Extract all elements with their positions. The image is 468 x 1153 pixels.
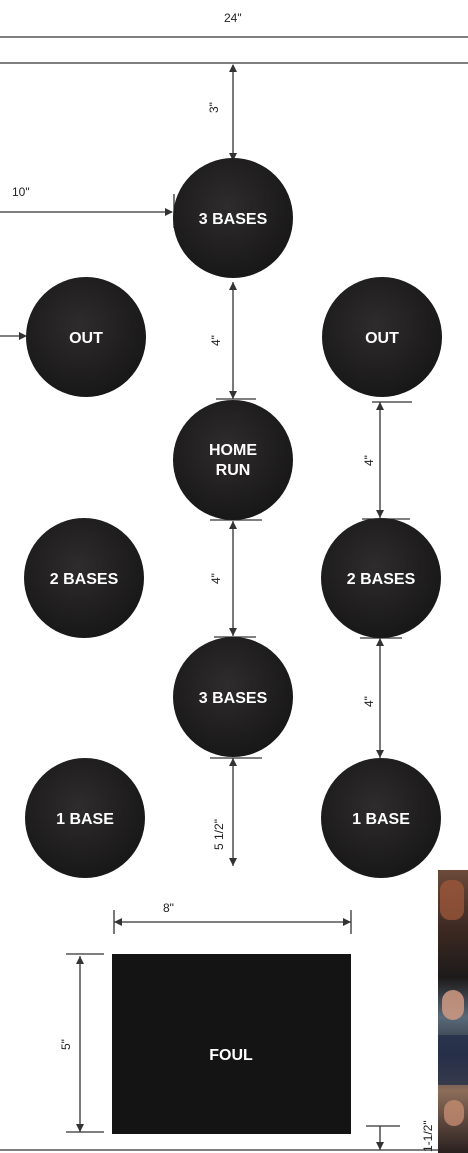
arrowhead (229, 521, 237, 529)
board-width-label: 24" (224, 11, 242, 25)
svg-text:HOME: HOME (209, 442, 257, 459)
arrowhead (376, 510, 384, 518)
top-gap-label: 3" (207, 102, 221, 113)
svg-text:2 BASES: 2 BASES (347, 571, 416, 588)
arrowhead (229, 153, 237, 161)
bottom-gap-label: 5 1/2" (212, 819, 226, 850)
circle-left-out: OUT (26, 277, 146, 397)
circle-right-out: OUT (322, 277, 442, 397)
circle-mid-3-bases: 3 BASES (173, 637, 293, 757)
arrowhead (229, 282, 237, 290)
svg-text:OUT: OUT (69, 330, 103, 347)
circle-right-2-bases: 2 BASES (321, 518, 441, 638)
right-gap1-label: 4" (362, 455, 376, 466)
svg-text:OUT: OUT (365, 330, 399, 347)
arrowhead (229, 628, 237, 636)
arrowhead (19, 332, 27, 340)
arrowhead (229, 758, 237, 766)
arrowhead (229, 391, 237, 399)
svg-text:2 BASES: 2 BASES (50, 571, 119, 588)
svg-text:1 BASE: 1 BASE (352, 811, 410, 828)
arrowhead (114, 918, 122, 926)
arrowhead (76, 956, 84, 964)
arrowhead (376, 750, 384, 758)
bottom-margin-label: 1-1/2" (421, 1120, 435, 1152)
arrowhead (376, 638, 384, 646)
photo-crop (438, 870, 468, 1153)
svg-text:3 BASES: 3 BASES (199, 211, 268, 228)
center-gap2-label: 4" (209, 573, 223, 584)
circle-home-run: HOME RUN (173, 400, 293, 520)
arrowhead (229, 64, 237, 72)
svg-text:3 BASES: 3 BASES (199, 690, 268, 707)
circle-left-2-bases: 2 BASES (24, 518, 144, 638)
svg-text:FOUL: FOUL (209, 1047, 253, 1064)
circle-right-1-base: 1 BASE (321, 758, 441, 878)
foul-width-label: 8" (163, 901, 174, 915)
right-gap2-label: 4" (362, 696, 376, 707)
foul-height-label: 5" (59, 1039, 73, 1050)
center-gap1-label: 4" (209, 335, 223, 346)
circle-left-1-base: 1 BASE (25, 758, 145, 878)
foul-zone: FOUL (112, 954, 351, 1134)
svg-text:RUN: RUN (216, 462, 251, 479)
arrowhead (376, 1142, 384, 1150)
svg-text:1 BASE: 1 BASE (56, 811, 114, 828)
arrowhead (229, 858, 237, 866)
arrowhead (376, 402, 384, 410)
arrowhead (165, 208, 173, 216)
side-offset-label: 10" (12, 185, 30, 199)
arrowhead (76, 1124, 84, 1132)
arrowhead (343, 918, 351, 926)
circle-top-3-bases: 3 BASES (173, 158, 293, 278)
